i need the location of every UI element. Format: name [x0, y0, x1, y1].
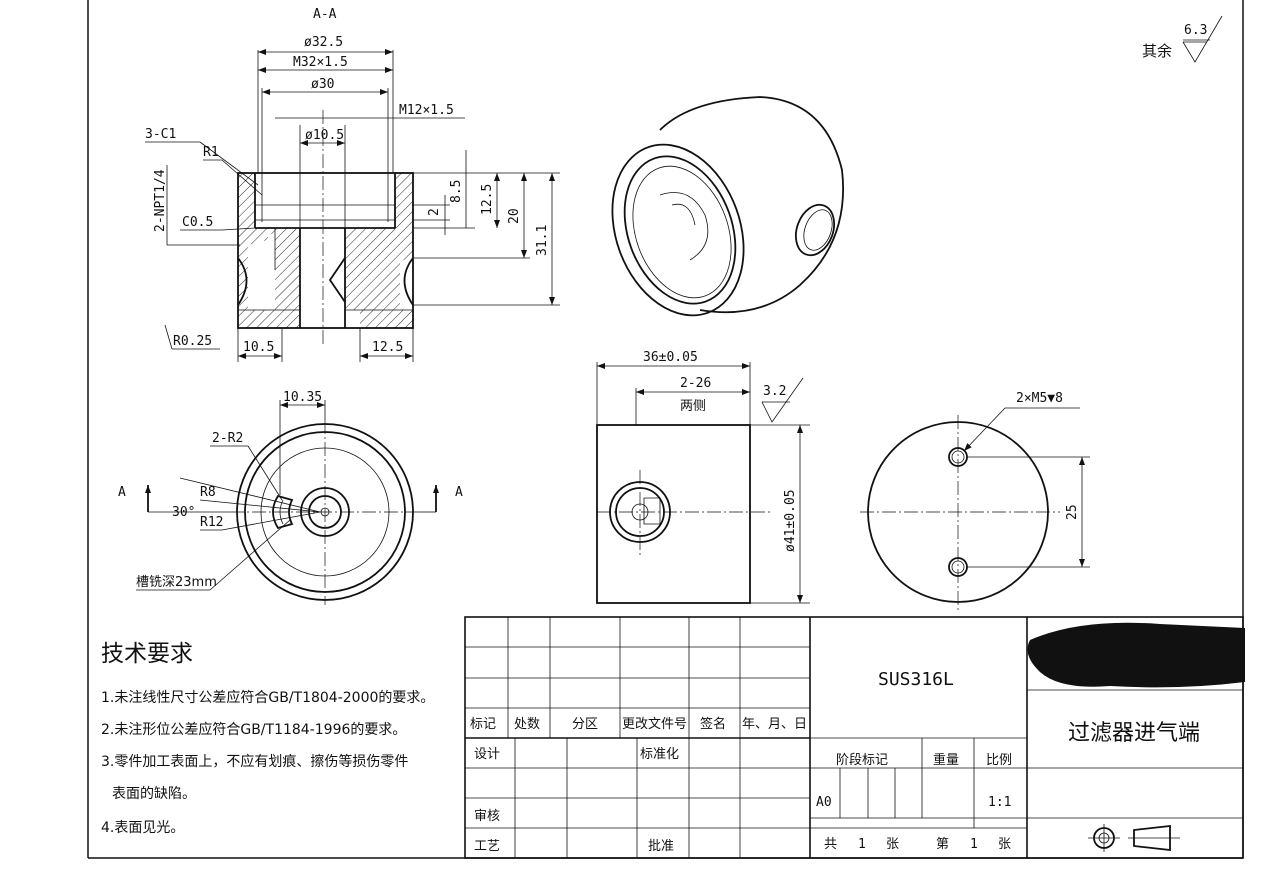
- rev-header-date: 年、月、日: [742, 717, 807, 732]
- process-label: 工艺: [474, 839, 500, 854]
- dim-d-30: ø30: [311, 77, 334, 92]
- dim-10-35: 10.35: [283, 390, 322, 405]
- dim-w-left: 10.5: [243, 340, 274, 355]
- section-leaders-left: 3-C1 R1 2-NPT1/4 C0.5 R0.25: [145, 127, 263, 350]
- section-label: A-A: [313, 7, 337, 22]
- section-diameter-dims: ø32.5 M32×1.5 ø30 M12×1.5 ø10.5: [257, 35, 465, 228]
- rev-header-zone: 分区: [572, 717, 598, 732]
- dim-w-right: 12.5: [372, 340, 403, 355]
- dim-d-outer: ø32.5: [304, 35, 343, 50]
- end-view: 25 2×M5▼8: [860, 391, 1090, 610]
- standard-label: 标准化: [640, 747, 679, 762]
- section-arrow-a-left: A: [118, 485, 126, 500]
- stage-value: A0: [816, 795, 832, 810]
- slot-note: 槽铣深23mm: [136, 575, 217, 590]
- rev-header-count: 处数: [514, 717, 540, 732]
- scale-value: 1:1: [988, 795, 1011, 810]
- tech-req-item-1: 1.未注线性尺寸公差应符合GB/T1804-2000的要求。: [101, 689, 434, 706]
- sheets-total: 1: [858, 837, 866, 852]
- review-label: 审核: [474, 809, 500, 824]
- sheets-total-unit: 张: [886, 837, 899, 852]
- top-view: A A 10.35 2-R2 R8 30° R12 槽铣深23mm: [118, 390, 463, 605]
- dim-h-2: 2: [427, 208, 442, 216]
- tech-req-item-3: 3.零件加工表面上，不应有划痕、擦伤等损伤零件: [101, 753, 408, 770]
- sheet-no: 1: [970, 837, 978, 852]
- dim-d-inner: ø10.5: [305, 128, 344, 143]
- dim-h-31-1: 31.1: [535, 225, 550, 256]
- section-outline: [237, 172, 414, 329]
- dim-h-8-5: 8.5: [449, 180, 464, 203]
- dim-thread-minor: M12×1.5: [399, 103, 454, 118]
- material: SUS316L: [878, 669, 954, 690]
- rev-header-doc: 更改文件号: [622, 717, 687, 732]
- dim-r2: 2-R2: [212, 431, 243, 446]
- tech-req-item-3b: 表面的缺陷。: [112, 786, 196, 802]
- approve-label: 批准: [648, 839, 674, 854]
- rev-header-sign: 签名: [700, 716, 726, 732]
- dim-thread-major: M32×1.5: [293, 55, 348, 70]
- rev-header-mark: 标记: [470, 717, 496, 732]
- projection-symbol: [1088, 824, 1180, 852]
- dim-r12: R12: [200, 515, 223, 530]
- isometric-view: [611, 96, 844, 317]
- redaction-mark: [1027, 622, 1245, 688]
- sheet-unit: 张: [998, 837, 1011, 852]
- sheet-label: 第: [936, 837, 949, 852]
- dim-flat: 2-26: [680, 376, 711, 391]
- surface-finish-side-value: 3.2: [763, 384, 786, 399]
- tech-req-item-4: 4.表面见光。: [101, 820, 184, 836]
- technical-requirements: 技术要求 1.未注线性尺寸公差应符合GB/T1804-2000的要求。 2.未注…: [101, 641, 434, 836]
- dim-chamfer-small: C0.5: [182, 215, 213, 230]
- dim-r8: R8: [200, 485, 216, 500]
- section-arrow-a-right: A: [455, 485, 463, 500]
- dim-h-12-5: 12.5: [480, 184, 495, 215]
- stage-mark-label: 阶段标记: [836, 753, 888, 768]
- title-block: 标记 处数 分区 更改文件号 签名 年、月、日 设计 标准化 审核 工艺 批准 …: [464, 616, 1245, 859]
- weight-label: 重量: [933, 752, 959, 768]
- design-label: 设计: [474, 747, 500, 762]
- dim-h-20: 20: [507, 208, 522, 224]
- dim-holes: 2×M5▼8: [1016, 391, 1063, 406]
- tech-req-title: 技术要求: [101, 641, 193, 667]
- dim-angle: 30°: [172, 505, 195, 520]
- tech-req-item-2: 2.未注形位公差应符合GB/T1184-1996的要求。: [101, 721, 406, 738]
- section-view-a-a: A-A: [145, 7, 560, 362]
- dim-dia: ø41±0.05: [783, 489, 798, 552]
- dim-fillet-small: R0.25: [173, 334, 212, 349]
- sheets-total-label: 共: [824, 837, 837, 852]
- surface-finish-other: 其余 6.3: [1142, 15, 1223, 63]
- dim-npt: 2-NPT1/4: [153, 169, 168, 232]
- surface-finish-other-value: 6.3: [1184, 23, 1207, 38]
- dim-flat-note: 两侧: [680, 399, 706, 414]
- section-right-dims: 2 8.5 12.5 20 31.1: [413, 150, 560, 306]
- part-name: 过滤器进气端: [1068, 721, 1200, 746]
- side-view: 36±0.05 2-26 两侧 3.2 ø41±0.05: [596, 350, 810, 604]
- section-hatch: [238, 173, 413, 328]
- dim-spacing: 25: [1065, 504, 1080, 520]
- dim-fillet: R1: [203, 145, 219, 160]
- section-bottom-dims: 10.5 12.5: [237, 328, 414, 362]
- dim-length: 36±0.05: [643, 350, 698, 365]
- surface-finish-other-label: 其余: [1142, 42, 1172, 60]
- scale-label: 比例: [986, 753, 1012, 768]
- dim-chamfer-count: 3-C1: [145, 127, 176, 142]
